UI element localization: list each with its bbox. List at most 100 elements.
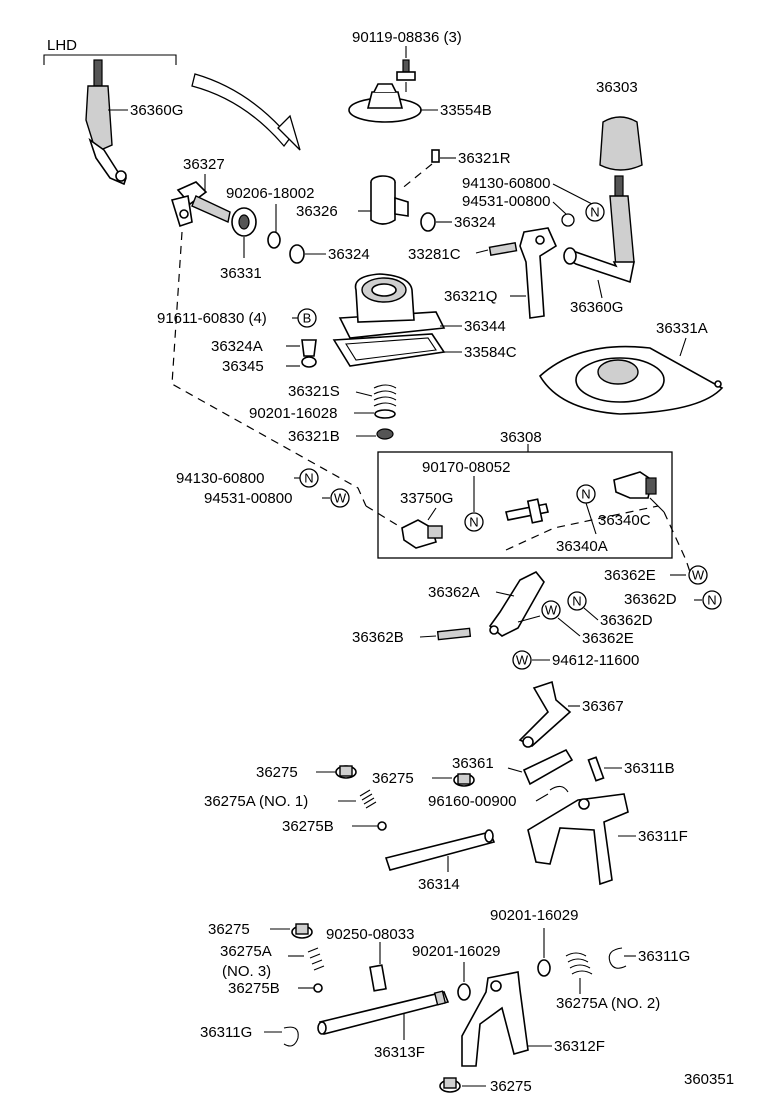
washer-90201-16029-mid	[457, 983, 471, 1001]
bushing-36345	[301, 356, 317, 368]
label-36362d-right: 36362D	[624, 591, 677, 608]
cap-36275-d	[439, 1077, 461, 1093]
spring-36275a-no3	[307, 947, 325, 971]
label-36311f: 36311F	[638, 828, 688, 845]
fork-36312f	[461, 971, 529, 1067]
clip-36321b	[376, 428, 394, 440]
label-36362a: 36362A	[428, 584, 480, 601]
label-36321q: 36321Q	[444, 288, 497, 305]
badge-w-36362e: W	[541, 600, 561, 620]
lever-36367	[518, 680, 572, 748]
boot-36331a	[538, 345, 724, 415]
svg-text:W: W	[545, 603, 558, 618]
label-36331a: 36331A	[656, 320, 708, 337]
label-36340c: 36340C	[598, 512, 651, 529]
svg-text:N: N	[304, 471, 313, 486]
label-36314: 36314	[418, 876, 460, 893]
badge-w-top	[561, 213, 575, 227]
badge-w-36362e-right: W	[688, 565, 708, 585]
lever-36361	[522, 748, 574, 786]
spring-36275a-no2	[565, 952, 593, 975]
assembly-36308-box	[377, 451, 673, 559]
pin-36362b	[436, 627, 472, 641]
label-90201-16029-top: 90201-16029	[490, 907, 578, 924]
badge-n-36362d: N	[567, 591, 587, 611]
bolt-90119	[396, 59, 416, 81]
label-36367: 36367	[582, 698, 624, 715]
svg-text:N: N	[469, 515, 478, 530]
label-36362b: 36362B	[352, 629, 404, 646]
svg-text:N: N	[707, 593, 716, 608]
label-36321b: 36321B	[288, 428, 340, 445]
badge-w-94612: W	[512, 650, 532, 670]
badge-w-mid: W	[330, 488, 350, 508]
label-96160-00900: 96160-00900	[428, 793, 516, 810]
bushing-36331	[231, 207, 257, 237]
fork-36311f	[527, 793, 629, 886]
clip-36311g-right	[608, 947, 627, 969]
label-90201-16029-mid: 90201-16029	[412, 943, 500, 960]
svg-text:N: N	[581, 487, 590, 502]
figure-number: 360351	[684, 1071, 734, 1088]
housing-36344	[338, 273, 446, 339]
washer-36324-right	[420, 212, 436, 232]
shift-knob-36303	[599, 116, 643, 171]
cap-36275-a	[335, 765, 357, 779]
label-no3: (NO. 3)	[222, 963, 271, 980]
washer-36324-left	[289, 244, 305, 264]
label-36275a-no2: 36275A (NO. 2)	[556, 995, 660, 1012]
label-36311g-right: 36311G	[638, 948, 690, 965]
washer-90201-16029-top	[537, 959, 551, 977]
label-90250-08033: 90250-08033	[326, 926, 414, 943]
svg-text:B: B	[303, 311, 312, 326]
label-36326: 36326	[296, 203, 338, 220]
label-90170-08052: 90170-08052	[422, 459, 510, 476]
ball-joint-33750g	[401, 519, 443, 549]
shift-lever-36360g	[563, 175, 635, 284]
label-36340a: 36340A	[556, 538, 608, 555]
lhd-label: LHD	[47, 37, 77, 54]
label-94612-11600: 94612-11600	[552, 652, 639, 669]
shaft-36321q	[519, 227, 558, 319]
svg-text:W: W	[516, 653, 529, 668]
label-36327: 36327	[183, 156, 225, 173]
label-36360g-left: 36360G	[130, 102, 183, 119]
label-36312f: 36312F	[554, 1038, 605, 1055]
label-94531-mid: 94531-00800	[204, 490, 292, 507]
label-94130-mid: 94130-60800	[176, 470, 264, 487]
label-36275a-no1: 36275A (NO. 1)	[204, 793, 308, 810]
boot-33554b	[348, 83, 422, 123]
label-36275b-b: 36275B	[228, 980, 280, 997]
label-33750g: 33750G	[400, 490, 453, 507]
label-36311b: 36311B	[624, 760, 675, 777]
pin-36321r	[431, 149, 440, 163]
shift-lever-lhd	[85, 59, 128, 186]
lever-36327	[170, 181, 231, 228]
label-90201-16028: 90201-16028	[249, 405, 337, 422]
label-36308: 36308	[500, 429, 542, 446]
label-36360g-right: 36360G	[570, 299, 623, 316]
clip-96160	[549, 785, 569, 793]
label-36275-d: 36275	[490, 1078, 532, 1095]
bushing-36324a	[301, 339, 317, 357]
label-36303: 36303	[596, 79, 638, 96]
ball-joint-36340c	[613, 471, 657, 499]
block-36326	[370, 175, 409, 225]
pin-36311b	[587, 756, 605, 782]
ball-36275b-a	[377, 821, 387, 831]
label-36311g-left: 36311G	[200, 1024, 252, 1041]
label-33281c: 33281C	[408, 246, 461, 263]
label-33584c: 33584C	[464, 344, 517, 361]
clip-36311g-left	[283, 1026, 299, 1047]
label-33554b: 33554B	[440, 102, 492, 119]
label-36362e-mid: 36362E	[582, 630, 634, 647]
badge-n-top: N	[585, 202, 605, 222]
label-36275b-a: 36275B	[282, 818, 334, 835]
label-36362d-mid: 36362D	[600, 612, 653, 629]
cap-36275-b	[453, 773, 475, 787]
badge-n-mid: N	[299, 468, 319, 488]
spring-36275a-no1	[359, 789, 377, 809]
rail-36313f	[317, 990, 450, 1035]
pin-90250	[369, 964, 387, 992]
